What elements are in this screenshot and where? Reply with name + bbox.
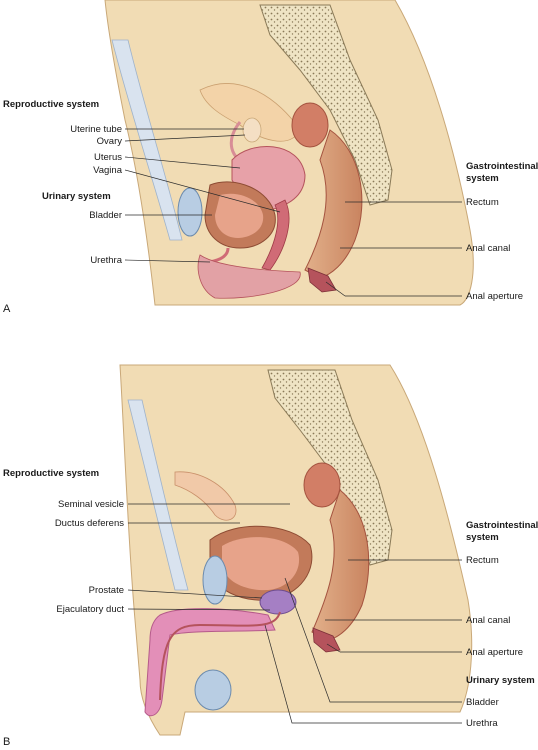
label-uterus-a: Uterus	[94, 152, 122, 163]
pubic-bone-b	[202, 555, 228, 605]
rectum-a	[304, 129, 363, 279]
reproductive-system-heading-a: Reproductive system	[3, 99, 99, 110]
reproductive-system-heading-b: Reproductive system	[3, 468, 99, 479]
sacrum-a	[259, 4, 393, 206]
label-uterine-tube-a: Uterine tube	[70, 124, 122, 135]
panel-b-letter: B	[3, 736, 10, 748]
label-bladder-a: Bladder	[89, 210, 122, 221]
sigmoid-colon-b	[303, 462, 341, 508]
label-seminal-vesicle-b: Seminal vesicle	[58, 499, 124, 510]
label-urethra-a: Urethra	[90, 255, 122, 266]
label-anal-aperture-b: Anal aperture	[466, 647, 523, 658]
rectum-b	[311, 489, 370, 641]
vagina-a	[261, 199, 290, 271]
gastrointestinal-system-heading-a-line1: Gastrointestinal	[466, 161, 538, 172]
label-urethra-b: Urethra	[466, 718, 498, 729]
leader-lines-a	[124, 128, 462, 297]
urinary-system-heading-b: Urinary system	[466, 675, 535, 686]
label-ovary-a: Ovary	[97, 136, 123, 147]
testis-b	[194, 669, 232, 711]
panel-b	[119, 364, 473, 736]
label-anal-canal-b: Anal canal	[466, 615, 510, 626]
pubic-bone-a	[177, 187, 203, 237]
leader-lines-b	[127, 503, 462, 724]
panel-a	[104, 0, 474, 306]
gastrointestinal-system-heading-b-line2: system	[466, 532, 499, 543]
abdominal-wall-b	[127, 399, 189, 591]
seminal-vesicle-b	[174, 471, 237, 521]
intestine-loop-a	[199, 83, 301, 142]
anal-canal-b	[312, 627, 341, 653]
label-vagina-a: Vagina	[93, 165, 123, 176]
label-anal-canal-a: Anal canal	[466, 243, 510, 254]
urethra-b	[159, 611, 281, 701]
anal-canal-a	[307, 267, 337, 293]
label-ductus-deferens-b: Ductus deferens	[55, 518, 124, 529]
label-rectum-b: Rectum	[466, 555, 499, 566]
label-bladder-b: Bladder	[466, 697, 499, 708]
perineum-a	[197, 254, 301, 299]
urinary-system-heading-a: Urinary system	[42, 191, 111, 202]
panel-a-letter: A	[3, 303, 11, 315]
label-ejaculatory-duct-b: Ejaculatory duct	[56, 604, 124, 615]
label-anal-aperture-a: Anal aperture	[466, 291, 523, 302]
gastrointestinal-system-heading-a-line2: system	[466, 173, 499, 184]
gastrointestinal-system-heading-b-line1: Gastrointestinal	[466, 520, 538, 531]
sigmoid-colon-a	[291, 102, 329, 148]
prostate-b	[259, 589, 297, 615]
label-prostate-b: Prostate	[89, 585, 124, 596]
label-rectum-a: Rectum	[466, 197, 499, 208]
ovary-a	[242, 117, 262, 143]
